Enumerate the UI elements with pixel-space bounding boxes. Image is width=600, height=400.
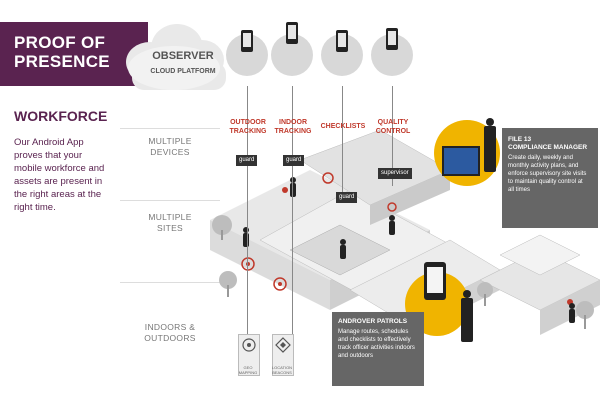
column-label-line: INDOOR bbox=[279, 119, 307, 126]
row-label-line: MULTIPLE bbox=[148, 212, 192, 222]
workforce-title: WORKFORCE bbox=[14, 108, 108, 124]
role-tag-guard: guard bbox=[236, 155, 258, 166]
row-label-line: INDOORS & bbox=[144, 322, 196, 332]
location-beacons-feature bbox=[272, 334, 294, 376]
file13-subtitle: COMPLIANCE MANAGER bbox=[508, 144, 588, 151]
androver-info-box: ANDROVER PATROLS Manage routes, schedule… bbox=[332, 312, 424, 386]
role-tag-guard: guard bbox=[283, 155, 305, 166]
workforce-body: Our Android App proves that your mobile … bbox=[14, 137, 105, 213]
row-label-devices: MULTIPLE DEVICES bbox=[120, 136, 220, 158]
row-label-line: MULTIPLE bbox=[148, 136, 192, 146]
phone-icon bbox=[336, 30, 348, 52]
role-tag-supervisor: supervisor bbox=[378, 168, 412, 179]
cloud-subtitle: CLOUD PLATFORM bbox=[150, 68, 216, 75]
row-divider bbox=[120, 200, 220, 201]
phone-icon bbox=[286, 22, 298, 44]
feature-label-line: MAPPING bbox=[238, 370, 258, 375]
title-line-1: PROOF OF bbox=[14, 33, 106, 52]
column-label-checklists: CHECKLISTS bbox=[320, 122, 366, 131]
file13-info-box: FILE 13 COMPLIANCE MANAGER Create daily,… bbox=[502, 128, 598, 228]
column-label-line: TRACKING bbox=[229, 128, 267, 135]
connector-line bbox=[392, 86, 393, 186]
column-label-line: CONTROL bbox=[375, 128, 411, 135]
tablet-icon bbox=[442, 146, 480, 176]
row-divider bbox=[120, 128, 220, 129]
column-label-outdoor-tracking: OUTDOOR TRACKING bbox=[225, 118, 271, 136]
column-label-line: QUALITY bbox=[377, 119, 409, 126]
officer-figure-body bbox=[461, 298, 473, 342]
role-tag-guard: guard bbox=[336, 192, 358, 203]
cloud-title: OBSERVER bbox=[152, 50, 214, 62]
row-label-line: DEVICES bbox=[150, 147, 190, 157]
feature-label-line: GEO bbox=[243, 365, 253, 370]
column-label-line: OUTDOOR bbox=[230, 119, 266, 126]
feature-label-line: LOCATION bbox=[271, 365, 293, 370]
feature-label-line: BEACONS bbox=[272, 370, 292, 375]
geo-mapping-label: GEO MAPPING bbox=[237, 365, 259, 375]
header-banner bbox=[0, 22, 148, 86]
geo-mapping-icon bbox=[242, 338, 256, 352]
page-title: PROOF OF PRESENCE bbox=[14, 33, 134, 71]
file13-title: FILE 13 bbox=[508, 136, 532, 143]
row-divider bbox=[120, 282, 220, 283]
phone-icon bbox=[386, 28, 398, 50]
file13-body: Create daily, weekly and monthly activit… bbox=[508, 155, 587, 193]
row-label-sites: MULTIPLE SITES bbox=[120, 212, 220, 234]
androver-body: Manage routes, schedules and checklists … bbox=[338, 329, 415, 359]
location-beacons-label: LOCATION BEACONS bbox=[271, 365, 293, 375]
supervisor-figure-body bbox=[484, 126, 496, 172]
supervisor-figure-icon bbox=[486, 118, 494, 126]
officer-figure-icon bbox=[463, 290, 471, 298]
row-label-line: OUTDOORS bbox=[144, 333, 196, 343]
connector-line bbox=[342, 86, 343, 196]
location-beacon-icon bbox=[275, 337, 291, 353]
title-line-2: PRESENCE bbox=[14, 52, 110, 71]
row-label-line: SITES bbox=[156, 223, 184, 233]
row-label-indoors-outdoors: INDOORS & OUTDOORS bbox=[120, 322, 220, 344]
cloud-icon bbox=[126, 24, 226, 90]
androver-phone-screen bbox=[427, 267, 443, 293]
androver-title: ANDROVER PATROLS bbox=[338, 318, 408, 325]
column-label-indoor-tracking: INDOOR TRACKING bbox=[270, 118, 316, 136]
connector-line bbox=[292, 86, 293, 336]
column-label-quality-control: QUALITY CONTROL bbox=[370, 118, 416, 136]
column-label-line: TRACKING bbox=[274, 128, 312, 135]
geo-mapping-feature bbox=[238, 334, 260, 376]
phone-icon bbox=[241, 30, 253, 52]
connector-line bbox=[247, 86, 248, 336]
column-label-line: CHECKLISTS bbox=[320, 123, 366, 130]
